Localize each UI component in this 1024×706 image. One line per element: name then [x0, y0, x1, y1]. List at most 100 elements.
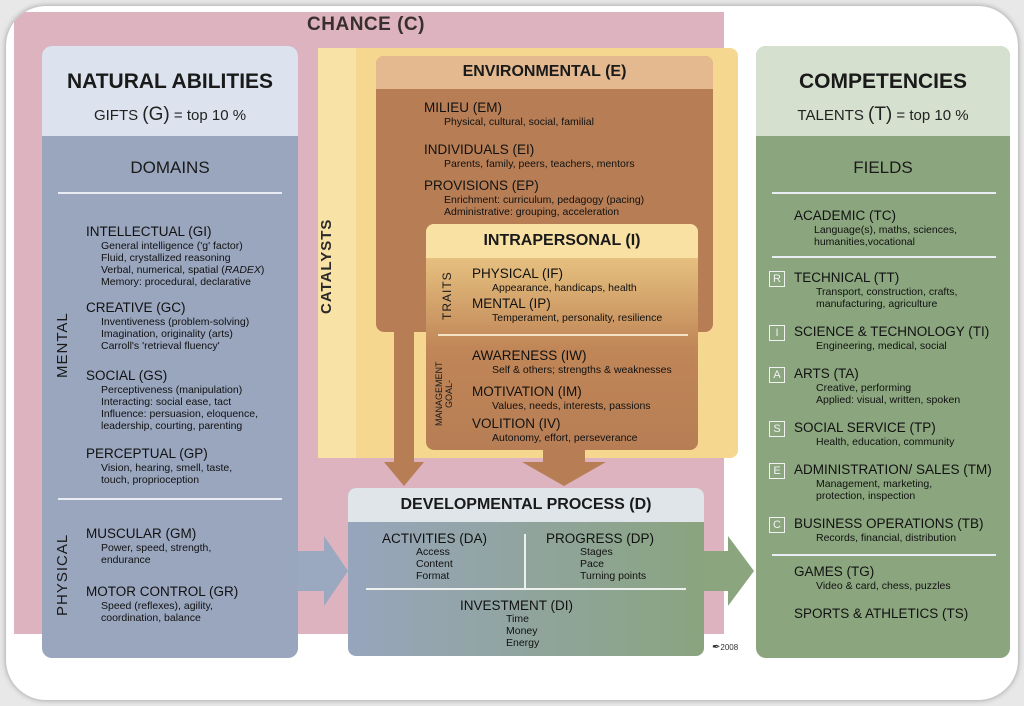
item-title: PROVISIONS (EP) [424, 178, 539, 193]
goal-label-line-1: GOAL- [444, 380, 454, 409]
goal-label-line-2: MANAGEMENT [434, 361, 444, 427]
domains-label: DOMAINS [130, 158, 210, 177]
item-detail-line: Language(s), maths, sciences, [814, 224, 957, 236]
item-title: SOCIAL (GS) [86, 368, 168, 383]
item-title: PERCEPTUAL (GP) [86, 446, 208, 461]
item-detail-line: Values, needs, interests, passions [492, 400, 651, 412]
activities-title: ACTIVITIES (DA) [382, 531, 488, 546]
item-title: VOLITION (IV) [472, 416, 561, 431]
item-title: ACADEMIC (TC) [794, 208, 896, 223]
item-detail-line: Physical, cultural, social, familial [444, 116, 594, 128]
environmental-header [376, 56, 713, 89]
catalysts-label: CATALYSTS [318, 218, 335, 314]
item-detail-line: manufacturing, agriculture [816, 298, 938, 310]
item-detail-line: Applied: visual, written, spoken [816, 394, 961, 406]
item-title: MENTAL (IP) [472, 296, 551, 311]
item-title: INTELLECTUAL (GI) [86, 224, 212, 239]
process-detail-line: Stages [580, 546, 613, 558]
item-title: MOTOR CONTROL (GR) [86, 584, 239, 599]
item-detail-line: Video & card, chess, puzzles [816, 580, 951, 592]
riasec-letter-box: C [769, 517, 785, 533]
talents-label: TALENTS [797, 107, 868, 124]
competencies-title: COMPETENCIES [798, 70, 968, 93]
item-title: INDIVIDUALS (EI) [424, 142, 535, 157]
item-detail-line: coordination, balance [101, 612, 201, 624]
item-detail-line: Administrative: grouping, acceleration [444, 206, 620, 218]
intrapersonal-title: INTRAPERSONAL (I) [483, 232, 641, 249]
item-detail-line: Vision, hearing, smell, taste, [101, 462, 233, 474]
process-detail-line: Money [506, 625, 538, 637]
item-title: MILIEU (EM) [424, 100, 503, 115]
process-detail-line: Content [416, 558, 453, 570]
item-detail-line: Inventiveness (problem-solving) [101, 316, 250, 328]
activities-progress-divider [524, 534, 526, 588]
environmental-title: ENVIRONMENTAL (E) [462, 63, 627, 80]
riasec-letter-box: E [769, 463, 785, 479]
item-detail-line: Power, speed, strength, [101, 542, 212, 554]
item-detail-line: Transport, construction, crafts, [816, 286, 958, 298]
diagram-frame: CHANCE (C) NATURAL ABILITIES GIFTS (G) =… [6, 6, 1018, 700]
item-title: CREATIVE (GC) [86, 300, 186, 315]
item-detail-line: Enrichment: curriculum, pedagogy (pacing… [444, 194, 645, 206]
item-detail-line: Fluid, crystallized reasoning [101, 252, 231, 264]
item-title: AWARENESS (IW) [472, 348, 587, 363]
gifts-subtitle: GIFTS (G) = top 10 % [42, 104, 298, 126]
talents-letter: (T) [868, 104, 893, 125]
item-title: GAMES (TG) [794, 564, 875, 579]
item-detail-line: Carroll's 'retrieval fluency' [101, 340, 220, 352]
item-detail-line: Management, marketing, [816, 478, 933, 490]
item-detail-line: Self & others; strengths & weaknesses [492, 364, 672, 376]
riasec-letter-box: A [769, 367, 785, 383]
natural-abilities-title: NATURAL ABILITIES [66, 70, 274, 93]
item-detail-line: Temperament, personality, resilience [492, 312, 663, 324]
item-detail-line: Influence: persuasion, eloquence, [101, 408, 259, 420]
item-detail-line: touch, proprioception [101, 474, 200, 486]
talents-threshold: = top 10 % [892, 107, 969, 124]
games-divider [772, 554, 996, 556]
item-title: SCIENCE & TECHNOLOGY (TI) [794, 324, 990, 339]
item-detail-line: protection, inspection [816, 490, 916, 502]
item-title: ADMINISTRATION/ SALES (TM) [794, 462, 992, 477]
mental-label: MENTAL [54, 312, 71, 378]
item-detail-line: Speed (reflexes), agility, [101, 600, 213, 612]
item-detail-line: Autonomy, effort, perseverance [492, 432, 638, 444]
process-detail-line: Pace [580, 558, 604, 570]
item-title: MOTIVATION (IM) [472, 384, 582, 399]
item-detail-line: Perceptiveness (manipulation) [101, 384, 243, 396]
process-detail-line: Format [416, 570, 450, 582]
item-title: TECHNICAL (TT) [794, 270, 900, 285]
item-title: ARTS (TA) [794, 366, 859, 381]
process-detail-line: Energy [506, 637, 540, 649]
riasec-letter-box: I [769, 325, 785, 341]
competencies-panel [756, 46, 1010, 658]
investment-title: INVESTMENT (DI) [460, 598, 574, 613]
catalysts-bar [318, 48, 356, 458]
competencies-header [756, 46, 1010, 136]
riasec-letter-box: R [769, 271, 785, 287]
traits-label: TRAITS [440, 271, 454, 321]
fields-divider [772, 192, 996, 194]
item-detail-line: Health, education, community [816, 436, 955, 448]
item-detail-line: Interacting: social ease, tact [101, 396, 232, 408]
item-title: MUSCULAR (GM) [86, 526, 197, 541]
signature-year: 2008 [720, 643, 739, 652]
fields-label: FIELDS [853, 158, 913, 177]
domains-divider [58, 192, 282, 194]
natural-abilities-panel [42, 46, 298, 658]
progress-title: PROGRESS (DP) [546, 531, 655, 546]
goal-management-label: GOAL- MANAGEMENT [434, 344, 470, 444]
item-title: BUSINESS OPERATIONS (TB) [794, 516, 984, 531]
traits-divider [438, 334, 688, 336]
investment-divider [366, 588, 686, 590]
gifts-letter: (G) [142, 104, 170, 125]
item-detail-line: Engineering, medical, social [816, 340, 947, 352]
item-title: SPORTS & ATHLETICS (TS) [794, 606, 969, 621]
item-detail-line: Verbal, numerical, spatial (RADEX) [101, 264, 265, 276]
item-detail-line: endurance [101, 554, 151, 566]
item-detail-line: humanities,vocational [814, 236, 915, 248]
item-title: PHYSICAL (IF) [472, 266, 564, 281]
process-detail-line: Turning points [580, 570, 647, 582]
gifts-label: GIFTS [93, 107, 143, 124]
